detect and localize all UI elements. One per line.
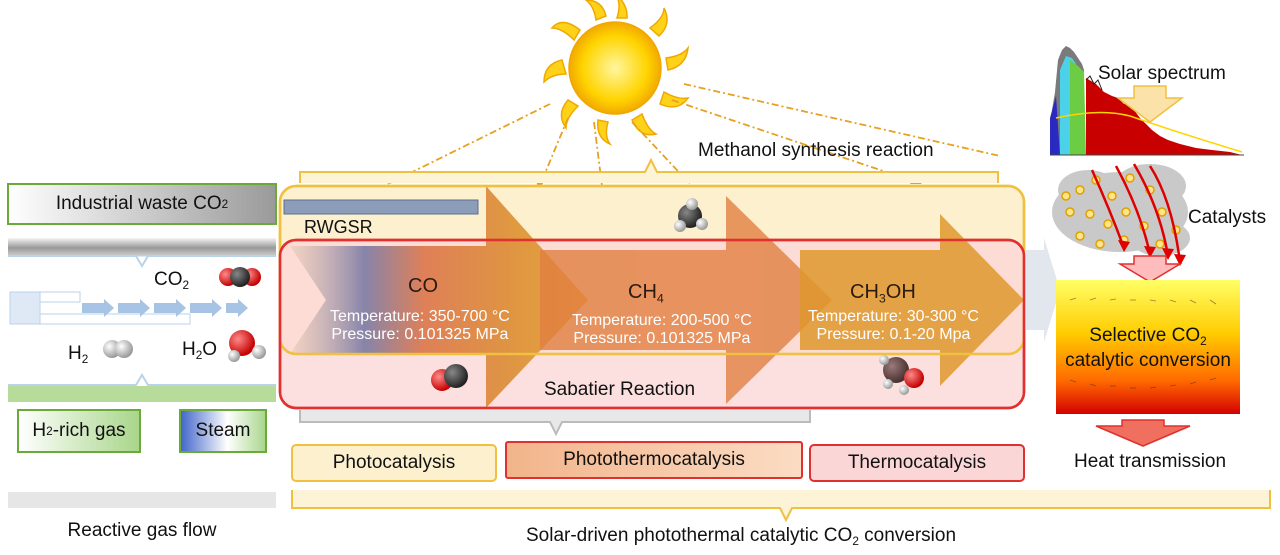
thermocatalysis-label: Thermocatalysis [847,452,987,473]
h2-rich-box [17,409,141,453]
selective-line2: catalytic conversion [1065,350,1231,372]
methanol-bracket [299,157,999,183]
solar-spectrum-chart [1050,46,1244,156]
ch4-molecule-icon [674,198,708,232]
h2o-sub: 2 [195,349,203,363]
right-panel [1050,46,1244,447]
photothermocatalysis-box [505,441,803,479]
co2-molecule-icon [219,267,261,287]
stage-ch4-conditions: Temperature: 200-500 °C Pressure: 0.1013… [572,312,752,349]
h2o-label: H2O [182,340,217,362]
flow-channel-inner [39,291,81,303]
sabatier-bracket [299,410,811,437]
solar-spectrum-label: Solar spectrum [1098,63,1226,84]
h2-rich-post: -rich gas [52,420,126,441]
solar-caption-post: conversion [858,525,957,546]
industrial-waste-text: Industrial waste CO [55,193,222,214]
methanol-synthesis-label: Methanol synthesis reaction [698,140,934,161]
flow-channel-inner2 [39,313,191,325]
co-molecule-icon [431,364,468,391]
left-panel [7,183,277,508]
co2-sub: 2 [182,279,190,293]
steam-label: Steam [195,420,251,441]
steam-box [179,409,267,453]
catalyst-down-arrow [1117,255,1183,283]
light-penetration-arrows [1090,163,1182,263]
transfer-arrow [1026,238,1060,342]
solar-driven-caption: Solar-driven photothermal catalytic CO2 … [526,526,956,548]
stage-ch4-title-text: CH [628,281,657,303]
stage-ch4-title-sub: 4 [656,291,664,306]
process-arrows [290,186,1024,408]
stage-co-title: CO [408,275,438,297]
heat-map [1056,280,1240,414]
h2o-pre: H [182,339,196,360]
co2-text: CO [154,269,183,290]
h2-sub: 2 [81,353,89,367]
solar-caption-sub: 2 [852,535,859,549]
industrial-waste-sub: 2 [221,197,229,211]
co2-label: CO2 [154,270,189,292]
stage-ch3oh-temperature: Temperature: 30-300 °C [808,308,979,325]
h2o-post: O [202,339,218,360]
photocatalysis-label: Photocatalysis [332,452,456,473]
h2-rich-sub: 2 [46,424,53,438]
catalysts-label: Catalysts [1188,207,1267,228]
stage-ch3oh-conditions: Temperature: 30-300 °C Pressure: 0.1-20 … [808,308,979,345]
h2o-molecule-icon [228,330,266,362]
h2-rich-pre: H [32,420,47,441]
center-panel [278,157,1271,523]
heat-vectors [1069,297,1217,389]
selective-conversion-label: Selective CO2 catalytic conversion [1056,324,1240,374]
pipe-outline-top [8,256,276,257]
reactive-gas-flow-caption: Reactive gas flow [67,520,217,541]
selective-line1: Selective CO2 [1056,324,1240,349]
thermocatalysis-box [809,444,1025,482]
flow-arrows [82,299,248,317]
photothermocatalysis-label: Photothermocatalysis [563,449,745,470]
green-bar [8,386,276,402]
flow-channel [9,291,41,325]
stage-ch3oh-post: OH [885,281,916,303]
selective-pre: Selective CO [1089,325,1201,346]
stage-ch3oh-pre: CH [850,281,879,303]
stage-ch4-pressure: Pressure: 0.101325 MPa [573,330,751,348]
stage-ch3oh-pressure: Pressure: 0.1-20 Mpa [816,326,971,344]
stage-co-conditions: Temperature: 350-700 °C Pressure: 0.1013… [330,308,510,345]
h2-text: H [68,343,82,364]
stage-ch4-title: CH4 [628,282,664,305]
light-arrowheads [1118,240,1186,266]
reactive-flow-bar [8,492,276,508]
co2-pipe-bar [8,238,276,256]
h2-label: H2 [68,344,88,366]
arrow-ch4 [540,196,832,404]
arrow-ch3oh [800,214,1024,386]
solar-driven-bracket [291,490,1271,523]
heat-transmission-label: Heat transmission [1074,451,1227,472]
heat-down-arrow [1095,419,1191,447]
industrial-waste-box [7,183,277,225]
pipe-bracket-bottom [8,373,276,386]
stage-ch3oh-title: CH3OH [850,282,916,305]
rwgsr-bar [283,199,479,215]
photocatalysis-box [291,444,497,482]
stage-ch4-temperature: Temperature: 200-500 °C [572,312,752,329]
h2-molecule-icon [103,340,133,358]
solar-caption-pre: Solar-driven photothermal catalytic CO [526,525,853,546]
arrow-co [290,186,588,408]
pipe-bracket-top [8,255,276,268]
rwgsr-label: RWGSR [304,217,373,237]
spectrum-down-arrow [1115,85,1185,123]
stage-co-temperature: Temperature: 350-700 °C [330,308,510,325]
stage-ch3oh-sub: 3 [878,291,886,306]
sabatier-reaction-label: Sabatier Reaction [544,379,696,400]
ch3oh-molecule-icon [879,355,924,395]
stage-co-pressure: Pressure: 0.101325 MPa [331,326,509,344]
selective-sub: 2 [1200,335,1207,349]
